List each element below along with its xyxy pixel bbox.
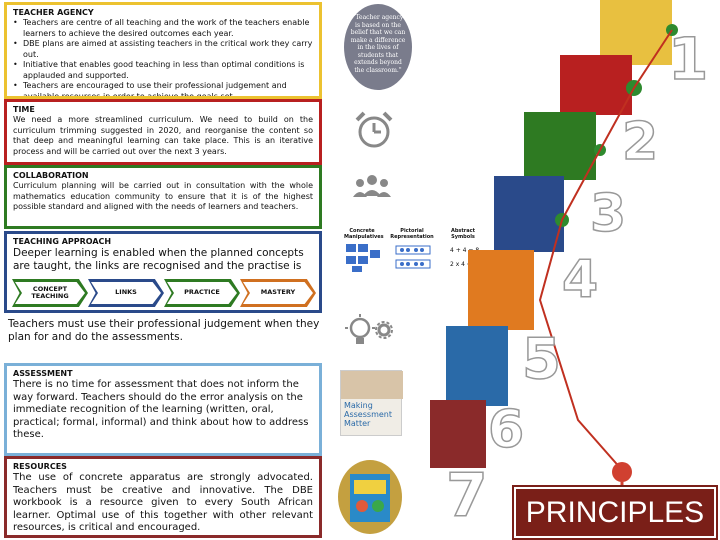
flow-step-links: LINKS — [88, 279, 164, 307]
label-pictorial: Pictorial Representation — [390, 228, 434, 240]
list-item: Initiative that enables good teaching in… — [13, 60, 313, 81]
teaching-approach-box: TEACHING APPROACH Deeper learning is ena… — [4, 231, 322, 313]
collaboration-text: Curriculum planning will be carried out … — [13, 181, 313, 211]
stick-pin — [612, 462, 632, 482]
assessment-heading: ASSESSMENT — [13, 369, 73, 378]
blocks-icon — [346, 244, 380, 272]
step-number-3: 3 — [589, 184, 627, 244]
list-item: DBE plans are aimed at assisting teacher… — [13, 39, 313, 60]
teacher-agency-heading: TEACHER AGENCY — [13, 8, 94, 17]
step-number-4: 4 — [561, 250, 599, 310]
principles-label: PRINCIPLES — [512, 485, 718, 540]
step-block-6 — [446, 326, 508, 406]
book-title: Making Assessment Matter — [344, 401, 392, 428]
time-heading: TIME — [13, 105, 35, 114]
assessment-text: There is no time for assessment that doe… — [13, 379, 309, 440]
label-abstract: Abstract Symbols — [450, 228, 475, 240]
teaching-approach-text: Deeper learning is enabled when the plan… — [13, 247, 304, 272]
step-number-7: 7 — [445, 461, 488, 531]
step-block-1 — [600, 0, 672, 65]
equation-sum: 4 + 4 = 8 — [450, 247, 480, 254]
pictorial-icon — [395, 245, 431, 269]
teacher-agency-list: Teachers are centre of all teaching and … — [13, 18, 313, 96]
assessment-box: ASSESSMENT There is no time for assessme… — [4, 363, 322, 456]
alarm-clock-icon — [355, 111, 393, 148]
collaboration-heading: COLLABORATION — [13, 171, 89, 180]
assessment-book-cover: Making Assessment Matter — [340, 370, 403, 436]
step-number-2: 2 — [621, 112, 659, 172]
lightbulb-gear-icon — [345, 314, 393, 344]
trend-line — [538, 29, 673, 471]
collaboration-box: COLLABORATION Curriculum planning will b… — [4, 165, 322, 229]
judgement-text: Teachers must use their professional jud… — [8, 318, 320, 343]
teaching-approach-flow: CONCEPT TEACHING LINKS PRACTICE MASTERY — [12, 279, 318, 307]
book-photo — [341, 371, 403, 399]
teaching-approach-heading: TEACHING APPROACH — [13, 237, 112, 246]
cpa-diagram: Concrete Manipulatives Pictorial Represe… — [342, 228, 482, 278]
teacher-agency-box: TEACHER AGENCY Teachers are centre of al… — [4, 2, 322, 99]
list-item: Teachers are encouraged to use their pro… — [13, 81, 313, 96]
resources-heading: RESOURCES — [13, 462, 67, 471]
quote-text: "Teacher agency is based on the belief t… — [350, 14, 406, 74]
workbook-illustration — [350, 474, 390, 522]
flow-step-concept: CONCEPT TEACHING — [12, 279, 88, 307]
principles-staircase — [430, 0, 678, 490]
workbook-cover — [338, 460, 402, 534]
resources-text: The use of concrete apparatus are strong… — [13, 472, 313, 533]
people-group-icon — [353, 175, 391, 197]
step-block-5 — [468, 250, 534, 330]
step-block-4 — [494, 176, 564, 252]
time-box: TIME We need a more streamlined curricul… — [4, 99, 322, 165]
step-number-5: 5 — [521, 327, 561, 392]
step-block-2 — [560, 55, 632, 115]
flow-step-mastery: MASTERY — [240, 279, 316, 307]
step-block-3 — [524, 112, 596, 180]
resources-box: RESOURCES The use of concrete apparatus … — [4, 456, 322, 538]
equation-product: 2 x 4 = 8 — [450, 261, 478, 268]
list-item: Teachers are centre of all teaching and … — [13, 18, 313, 39]
step-block-7 — [430, 400, 486, 468]
flow-step-practice: PRACTICE — [164, 279, 240, 307]
quote-bubble: "Teacher agency is based on the belief t… — [344, 4, 412, 90]
label-concrete: Concrete Manipulatives — [344, 228, 384, 240]
step-number-6: 6 — [487, 400, 525, 460]
time-text: We need a more streamlined curriculum. W… — [13, 115, 313, 156]
step-number-1: 1 — [667, 25, 709, 93]
